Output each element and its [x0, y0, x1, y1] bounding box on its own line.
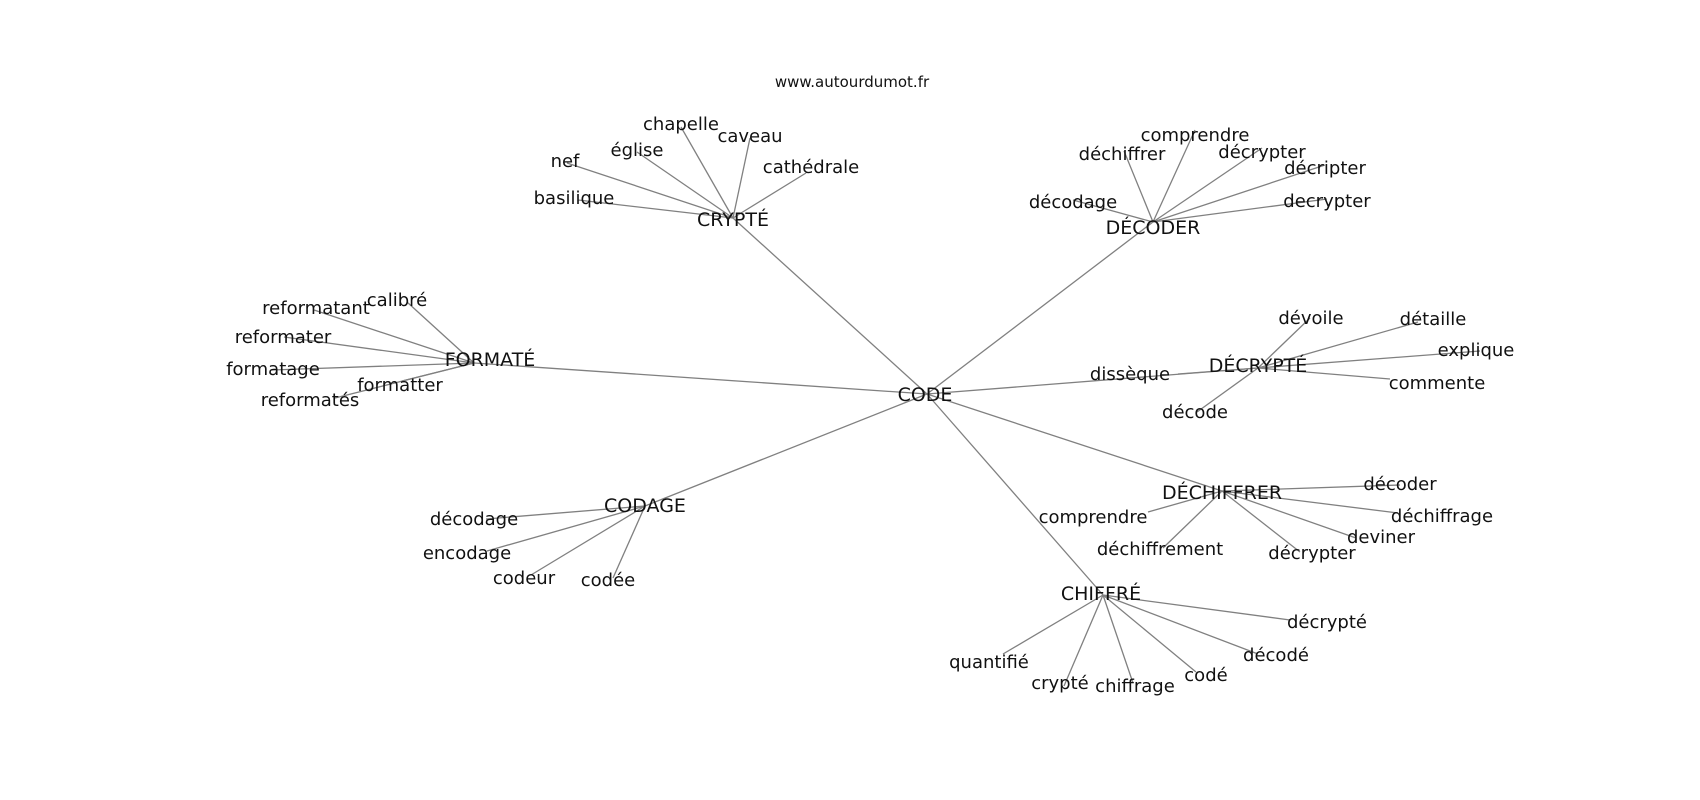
group-label: CRYPTÉ	[697, 208, 769, 231]
edge-group-to-word	[1152, 129, 1196, 223]
edge-group-to-word	[1257, 367, 1391, 380]
edge-group-to-word	[530, 505, 646, 576]
site-url: www.autourdumot.fr	[775, 73, 930, 91]
edge-group-to-word	[1147, 490, 1223, 513]
edge-group-to-word	[680, 126, 734, 219]
word-label: commente	[1389, 373, 1486, 394]
edge-group-to-word	[1102, 594, 1197, 673]
edge-group-to-word	[732, 137, 751, 219]
group-label: CHIFFRÉ	[1061, 582, 1141, 605]
edge-group-to-word	[1152, 147, 1263, 223]
edge-group-to-word	[406, 301, 475, 364]
word-label: reformatant	[262, 298, 370, 319]
edge-group-to-word	[1196, 367, 1259, 413]
edge-group-to-word	[636, 151, 734, 219]
word-label: église	[611, 140, 664, 161]
group-label: DÉCODER	[1106, 216, 1201, 239]
word-label: basilique	[534, 188, 615, 209]
word-label: quantifié	[949, 652, 1029, 673]
edge-group-to-word	[334, 362, 475, 399]
edge-group-to-word	[1221, 484, 1401, 492]
word-label: deviner	[1347, 527, 1416, 548]
edge-group-to-word	[1063, 594, 1104, 687]
word-label: caveau	[717, 126, 782, 147]
edge-center-to-group	[473, 362, 928, 395]
word-label: formatage	[226, 359, 320, 380]
word-label: cathédrale	[763, 157, 859, 178]
edge-group-to-word	[1102, 594, 1259, 655]
graph-labels: www.autourdumot.fr CODE nef basilique égli…	[226, 73, 1514, 697]
edge-group-to-word	[485, 505, 646, 520]
graph-edges	[271, 126, 1481, 687]
edge-group-to-word	[1123, 150, 1154, 223]
edge-group-to-word	[1152, 164, 1326, 223]
edge-group-to-word	[1257, 321, 1419, 369]
word-label: crypté	[1031, 673, 1089, 694]
edge-group-to-word	[1102, 594, 1134, 684]
word-label: codée	[581, 570, 635, 591]
word-label: dissèque	[1090, 364, 1170, 385]
word-label: calibré	[367, 290, 427, 311]
word-label: décrypter	[1268, 543, 1356, 564]
group-label: DÉCHIFFRER	[1162, 481, 1282, 504]
word-label: détaille	[1400, 309, 1467, 330]
edge-group-to-word	[271, 362, 475, 371]
word-label: décripter	[1284, 158, 1366, 179]
edge-center-to-group	[926, 393, 1104, 596]
word-label: chapelle	[643, 114, 719, 135]
edge-group-to-word	[1162, 490, 1223, 549]
word-label: décodé	[1243, 645, 1309, 666]
edge-group-to-word	[1102, 594, 1291, 621]
word-label: comprendre	[1141, 125, 1250, 146]
edge-group-to-word	[486, 505, 646, 552]
edge-group-to-word	[1221, 490, 1357, 539]
word-label: comprendre	[1039, 507, 1148, 528]
edge-group-to-word	[566, 162, 734, 219]
word-label: décodage	[1029, 192, 1117, 213]
center-word: CODE	[898, 384, 953, 406]
edge-center-to-group	[732, 217, 928, 395]
word-label: codé	[1184, 665, 1227, 686]
word-label: formatter	[357, 375, 443, 396]
word-label: décodage	[430, 509, 518, 530]
edge-group-to-word	[1177, 367, 1259, 375]
word-label: reformatés	[261, 390, 360, 411]
word-label: déchiffrage	[1391, 506, 1493, 527]
edge-group-to-word	[1257, 350, 1481, 369]
group-label: CODAGE	[604, 495, 686, 517]
word-label: reformater	[235, 327, 332, 348]
word-label: chiffrage	[1095, 676, 1175, 697]
word-label: décrypté	[1287, 612, 1367, 633]
edge-group-to-word	[732, 172, 807, 219]
edge-group-to-word	[577, 199, 734, 219]
word-label: dévoile	[1278, 308, 1343, 329]
edge-group-to-word	[612, 505, 646, 579]
edge-group-to-word	[313, 309, 475, 364]
word-label: décode	[1162, 402, 1228, 423]
group-label: DÉCRYPTÉ	[1209, 354, 1308, 377]
edge-group-to-word	[1257, 317, 1311, 369]
word-label: codeur	[493, 568, 556, 589]
edge-group-to-word	[1002, 594, 1104, 655]
word-label: déchiffrer	[1079, 144, 1166, 165]
word-label: decrypter	[1283, 191, 1371, 212]
word-label: décrypter	[1218, 142, 1306, 163]
edge-group-to-word	[1221, 490, 1399, 514]
edge-group-to-word	[1221, 490, 1301, 553]
word-label: déchiffrement	[1097, 539, 1223, 560]
word-label: nef	[551, 151, 580, 172]
edge-center-to-group	[926, 393, 1223, 492]
word-label: explique	[1438, 340, 1515, 361]
word-label: décoder	[1363, 474, 1437, 495]
edge-group-to-word	[283, 336, 475, 364]
edge-group-to-word	[1152, 198, 1328, 223]
group-label: FORMATÉ	[445, 348, 536, 371]
edge-group-to-word	[1072, 199, 1154, 223]
edge-center-to-group	[644, 393, 928, 507]
edge-center-to-group	[926, 221, 1154, 395]
word-label: encodage	[423, 543, 511, 564]
